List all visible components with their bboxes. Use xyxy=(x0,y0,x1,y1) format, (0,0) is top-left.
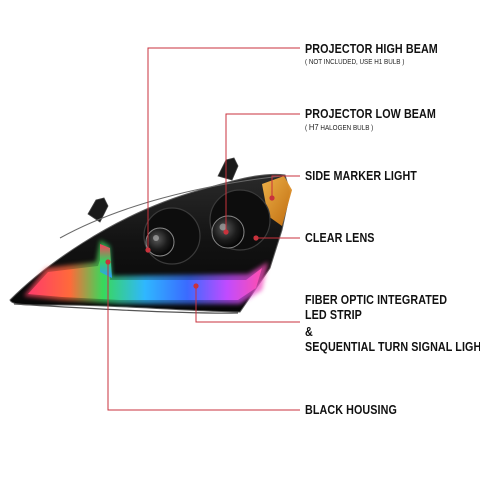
label-projector-low-beam: PROJECTOR LOW BEAM xyxy=(305,107,436,121)
leader-fiber-optic xyxy=(195,286,300,323)
leader-lines xyxy=(107,47,300,411)
note-bulb-type: H7 xyxy=(308,122,319,132)
high-beam-lens xyxy=(145,227,175,257)
note-open: ( xyxy=(305,125,308,132)
label-projector-high-beam: PROJECTOR HIGH BEAM xyxy=(305,42,438,56)
leader-dots xyxy=(105,195,275,289)
label-black-housing: BLACK HOUSING xyxy=(305,403,397,417)
housing-top-edge xyxy=(59,175,283,239)
mount-tabs xyxy=(87,157,239,223)
note-projector-low-beam: ( H7 HALOGEN BULB ) xyxy=(305,123,373,133)
housing-bottom-edge xyxy=(13,303,239,314)
mount-tab-left xyxy=(87,197,109,223)
leader-low-beam xyxy=(225,113,300,232)
label-side-marker-light: SIDE MARKER LIGHT xyxy=(305,169,417,183)
note-rest: HALOGEN BULB ) xyxy=(320,125,374,132)
note-projector-high-beam: ( NOT INCLUDED, USE H1 BULB ) xyxy=(305,59,405,66)
label-fiber-optic-line4: SEQUENTIAL TURN SIGNAL LIGHT xyxy=(305,340,480,354)
leader-high-beam xyxy=(147,47,300,250)
label-fiber-optic-line2: LED STRIP xyxy=(305,308,362,322)
projector-low-beam xyxy=(209,189,271,251)
leader-housing xyxy=(107,262,300,411)
projector-high-beam xyxy=(143,207,201,265)
mount-tab-top xyxy=(217,157,239,181)
leader-side-marker xyxy=(271,175,300,198)
label-fiber-optic-line1: FIBER OPTIC INTEGRATED xyxy=(305,293,448,307)
label-fiber-optic-line3: & xyxy=(305,325,313,339)
label-clear-lens: CLEAR LENS xyxy=(305,231,375,245)
